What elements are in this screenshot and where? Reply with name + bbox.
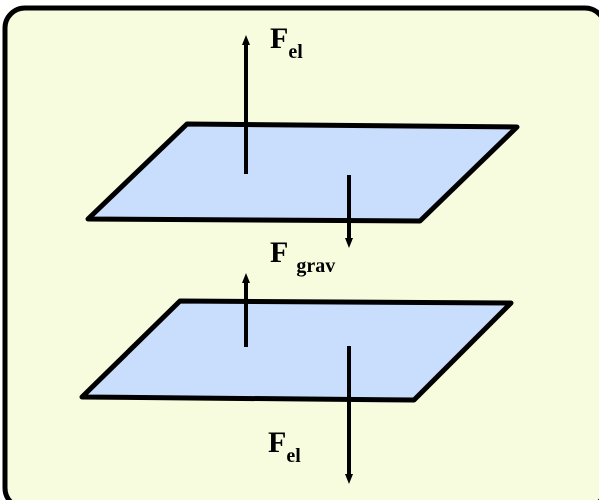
label-middle-force-sub: grav <box>296 255 335 277</box>
diagram-panel <box>2 5 599 500</box>
label-top-force-sub: el <box>288 41 303 63</box>
label-bottom-force-main: F <box>268 426 286 459</box>
top-plate <box>85 121 520 224</box>
label-middle-force-main: F <box>270 236 288 269</box>
bottom-plate <box>79 298 514 403</box>
label-top-force-main: F <box>270 22 288 55</box>
label-bottom-force: Fel <box>268 426 301 467</box>
label-top-force: Fel <box>270 22 303 63</box>
label-bottom-force-sub: el <box>286 445 301 467</box>
